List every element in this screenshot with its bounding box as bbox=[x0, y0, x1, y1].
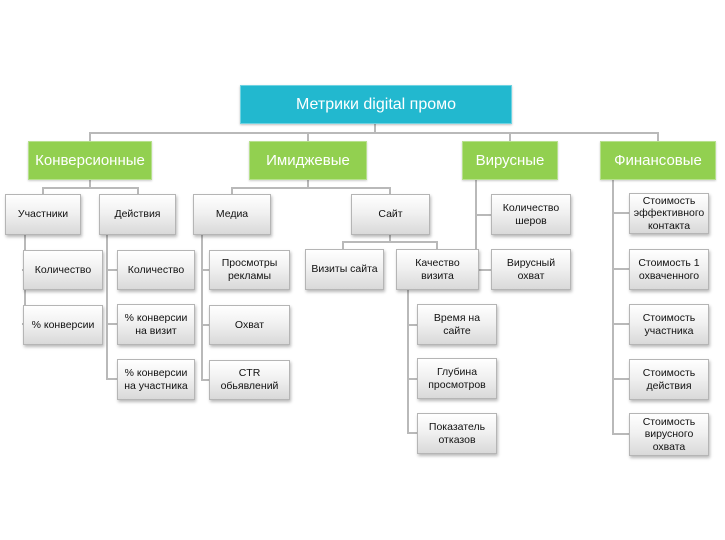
category-label: Конверсионные bbox=[35, 151, 145, 169]
group-site: Сайт bbox=[351, 194, 430, 235]
media-reach: Охват bbox=[209, 305, 290, 345]
group-actions: Действия bbox=[99, 194, 176, 235]
category-conversion: Конверсионные bbox=[28, 141, 152, 180]
actions-conversion-visit: % конверсии на визит bbox=[117, 304, 195, 345]
node-label: Количество bbox=[34, 263, 92, 276]
node-label: Вирусный охват bbox=[506, 256, 556, 282]
node-label: Стоимость 1 охваченного bbox=[638, 256, 700, 282]
category-financial: Финансовые bbox=[600, 141, 716, 180]
node-label: Охват bbox=[234, 318, 265, 331]
node-label: Просмотры рекламы bbox=[221, 257, 278, 282]
node-label: Стоимость действия bbox=[642, 366, 696, 392]
visit-bounce-rate: Показатель отказов bbox=[417, 413, 497, 454]
cost-per-action: Стоимость действия bbox=[629, 359, 709, 400]
visit-page-depth: Глубина просмотров bbox=[417, 358, 497, 399]
node-label: Стоимость эффективного контакта bbox=[633, 194, 705, 232]
category-image: Имиджевые bbox=[249, 141, 367, 180]
actions-count: Количество bbox=[117, 250, 195, 290]
node-label: % конверсии на участника bbox=[124, 366, 188, 392]
category-label: Вирусные bbox=[475, 151, 545, 169]
category-viral: Вирусные bbox=[462, 141, 558, 180]
category-label: Финансовые bbox=[614, 151, 702, 169]
node-label: Участники bbox=[17, 208, 69, 221]
media-ctr: CTR обьявлений bbox=[209, 360, 290, 400]
node-label: Медиа bbox=[215, 208, 249, 221]
site-visits: Визиты сайта bbox=[305, 249, 384, 290]
node-label: Время на сайте bbox=[433, 311, 481, 337]
node-label: Стоимость участника bbox=[642, 311, 696, 337]
node-label: Количество шеров bbox=[502, 201, 560, 227]
node-label: Действия bbox=[114, 208, 161, 221]
node-label: Качество визита bbox=[415, 256, 460, 282]
viral-reach: Вирусный охват bbox=[491, 249, 571, 290]
node-label: Сайт bbox=[378, 208, 403, 221]
site-visit-quality: Качество визита bbox=[396, 249, 479, 290]
node-label: Стоимость вирусного охвата bbox=[642, 415, 696, 453]
group-media: Медиа bbox=[193, 194, 271, 235]
cost-viral-reach: Стоимость вирусного охвата bbox=[629, 413, 709, 456]
node-label: Количество bbox=[127, 263, 185, 276]
visit-time-on-site: Время на сайте bbox=[417, 304, 497, 345]
category-label: Имиджевые bbox=[266, 151, 350, 169]
cost-per-participant: Стоимость участника bbox=[629, 304, 709, 345]
node-label: Глубина просмотров bbox=[428, 365, 486, 391]
node-label: Показатель отказов bbox=[428, 420, 486, 446]
node-label: % конверсии bbox=[31, 318, 95, 331]
node-label: Визиты сайта bbox=[311, 263, 378, 276]
media-ad-views: Просмотры рекламы bbox=[209, 250, 290, 290]
cost-effective-contact: Стоимость эффективного контакта bbox=[629, 193, 709, 234]
participants-count: Количество bbox=[23, 250, 103, 290]
node-label: CTR обьявлений bbox=[220, 367, 279, 392]
root-node: Метрики digital промо bbox=[240, 85, 512, 124]
root-label: Метрики digital промо bbox=[295, 95, 457, 113]
group-participants: Участники bbox=[5, 194, 81, 235]
viral-shares-count: Количество шеров bbox=[491, 194, 571, 235]
participants-conversion: % конверсии bbox=[23, 305, 103, 345]
node-label: % конверсии на визит bbox=[124, 311, 188, 337]
cost-per-reached: Стоимость 1 охваченного bbox=[629, 249, 709, 290]
actions-conversion-participant: % конверсии на участника bbox=[117, 359, 195, 400]
